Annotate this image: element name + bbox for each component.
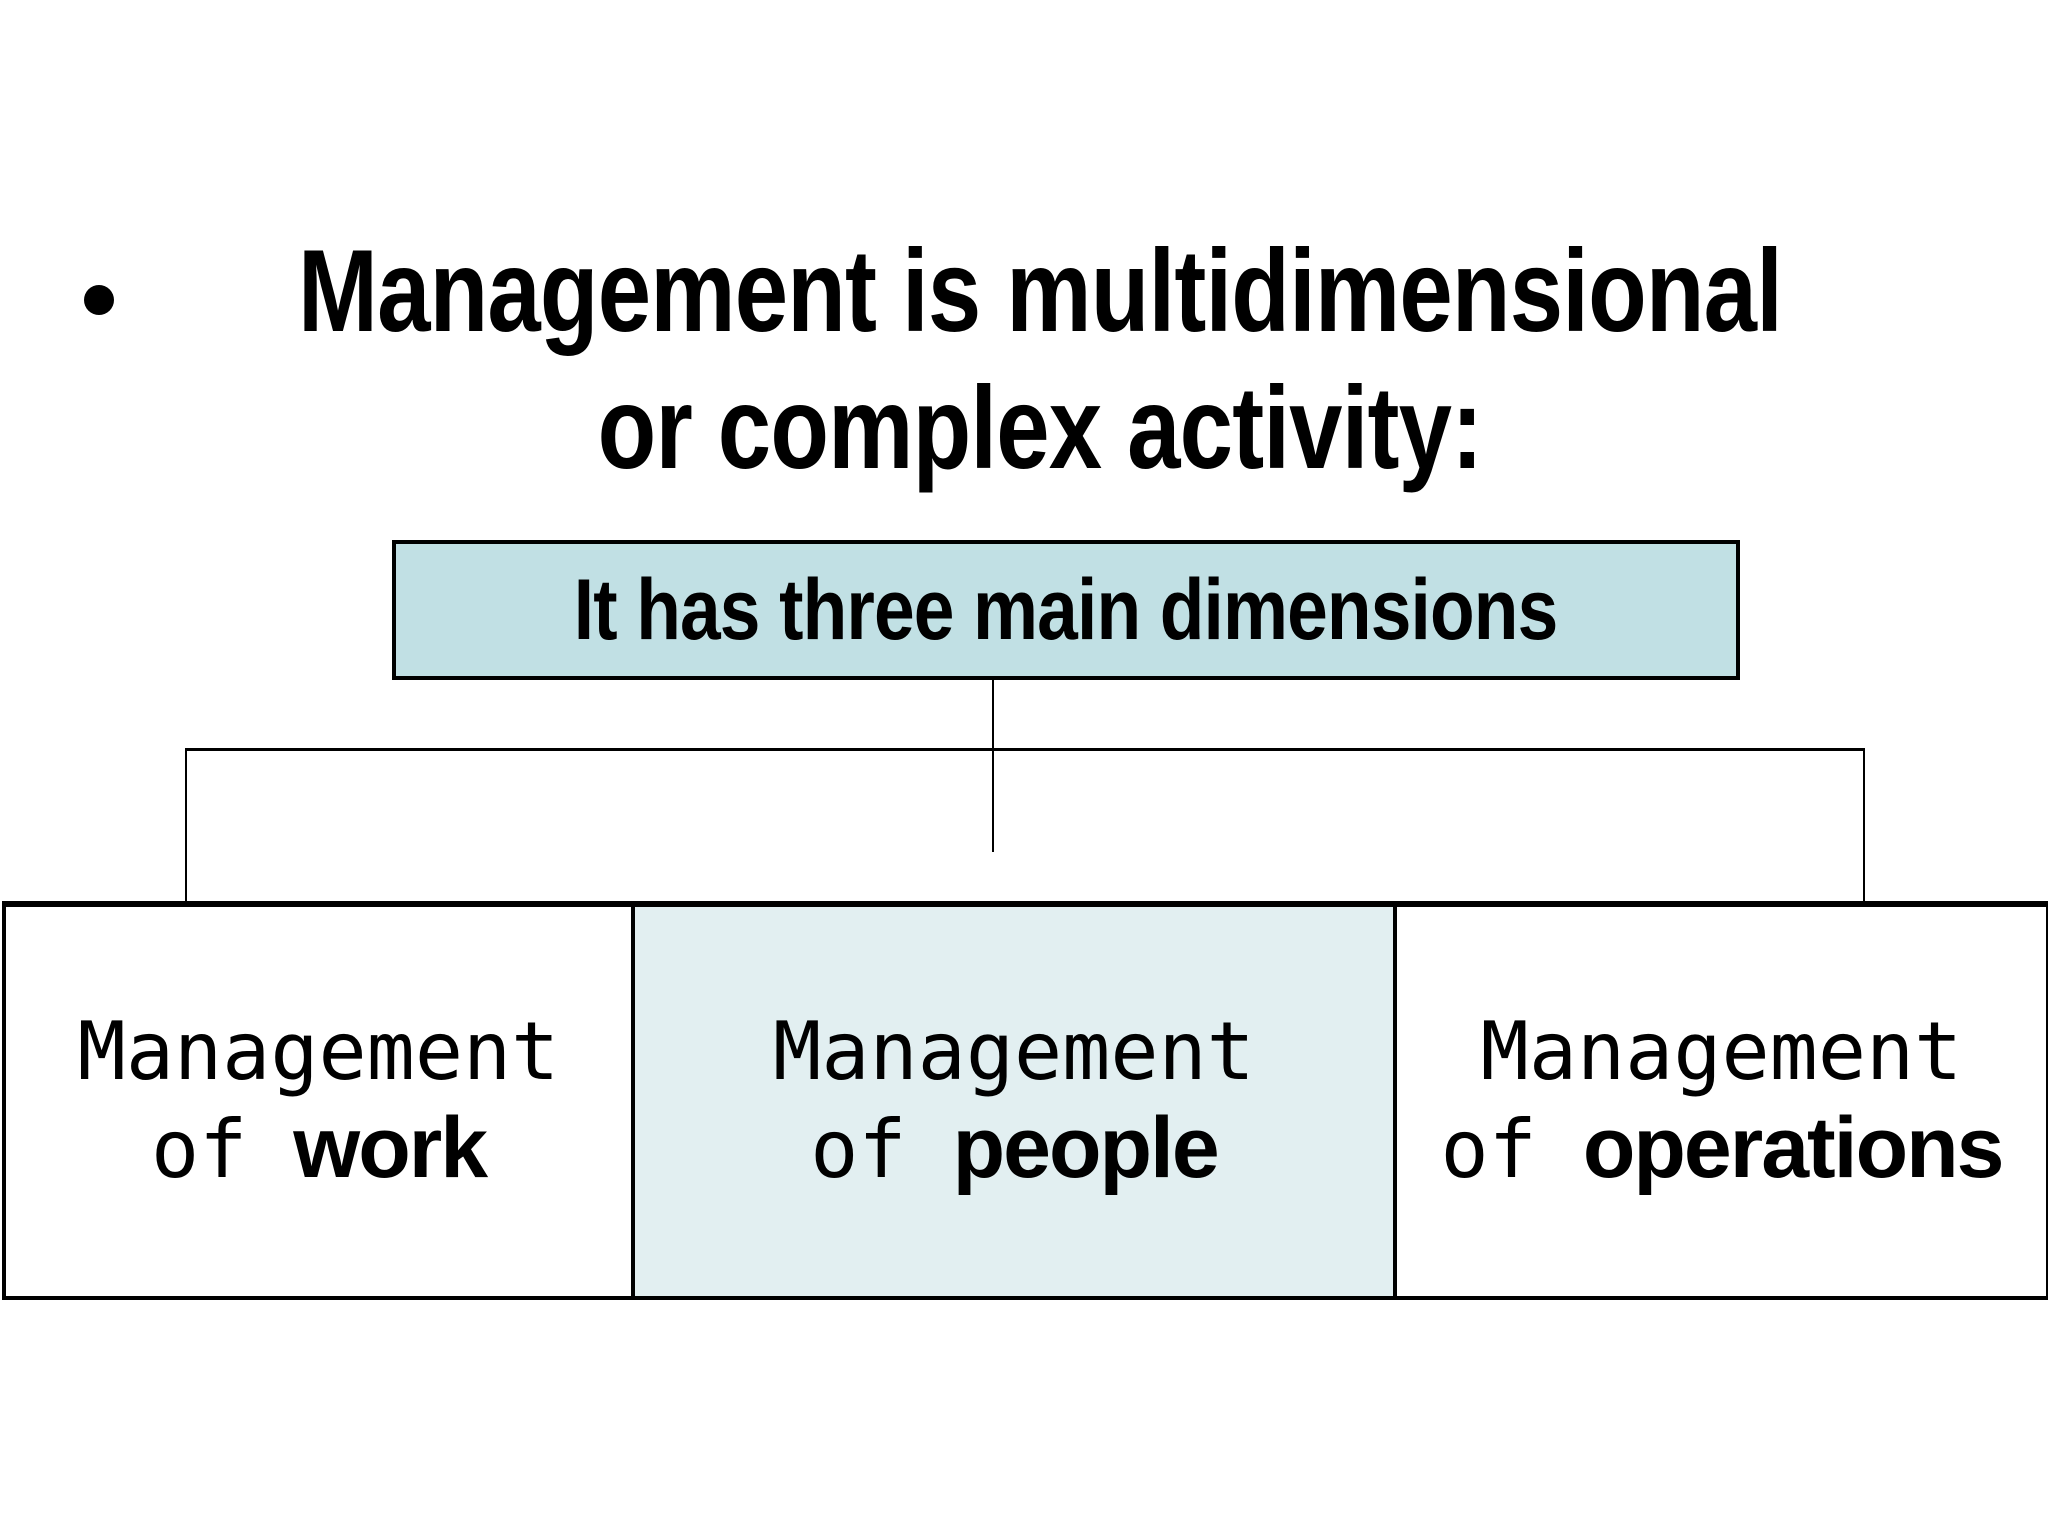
connector-vertical-center [992,678,994,852]
subtitle-text: It has three main dimensions [574,561,1558,658]
dimension-box-people-line2: of people [810,1099,1220,1198]
title-line-1: Management is multidimensional [297,225,1783,356]
keyword-people: people [952,1100,1220,1196]
connector-vertical-left [185,748,187,904]
dimension-box-people-line1: Management [773,1005,1255,1098]
dimension-box-operations: Management of operations [1393,901,2048,1300]
connector-vertical-right [1863,748,1865,904]
keyword-work: work [293,1100,488,1196]
title-line-2: or complex activity: [597,362,1483,493]
dimension-box-work-line1: Management [77,1005,560,1098]
slide-title: Management is multidimensional or comple… [261,222,1819,496]
dimension-box-operations-line2: of operations [1440,1099,2005,1198]
connector-horizontal-bracket [185,748,1865,751]
dimension-box-operations-line1: Management [1480,1005,1963,1098]
subtitle-box: It has three main dimensions [392,540,1740,680]
dimension-box-people: Management of people [631,901,1397,1300]
of-label: of [150,1103,248,1196]
of-label: of [810,1103,907,1196]
keyword-operations: operations [1582,1100,2005,1196]
of-label: of [1440,1103,1537,1196]
bullet-icon [84,285,114,315]
